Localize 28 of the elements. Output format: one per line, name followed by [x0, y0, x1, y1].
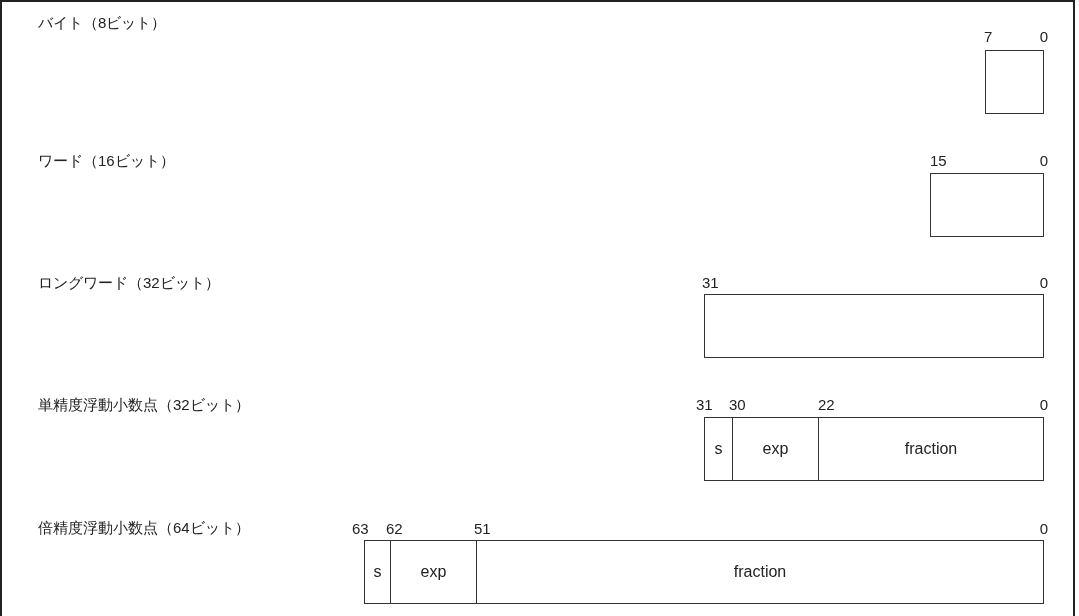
- bit-field: fraction: [476, 540, 1044, 604]
- bit-number: 0: [1039, 396, 1048, 414]
- bit-number: 22: [818, 396, 835, 414]
- row-title: 倍精度浮動小数点（64ビット）: [38, 519, 250, 537]
- bit-number: 7: [984, 28, 993, 46]
- bit-field: s: [704, 417, 733, 481]
- row-title: 単精度浮動小数点（32ビット）: [38, 396, 250, 414]
- bit-field: fraction: [818, 417, 1044, 481]
- bit-number: 62: [386, 520, 403, 538]
- bit-field: exp: [732, 417, 819, 481]
- row-title: ワード（16ビット）: [38, 152, 175, 170]
- bit-number: 0: [1039, 28, 1048, 46]
- bit-number: 31: [696, 396, 713, 414]
- bit-number: 0: [1039, 274, 1048, 292]
- bit-number: 15: [930, 152, 947, 170]
- row-title: ロングワード（32ビット）: [38, 274, 220, 292]
- bit-number: 0: [1039, 152, 1048, 170]
- register-box: [704, 294, 1044, 358]
- bit-number: 30: [729, 396, 746, 414]
- bit-number: 63: [352, 520, 369, 538]
- register-box: [930, 173, 1044, 237]
- bit-field: s: [364, 540, 391, 604]
- bit-number: 0: [1039, 520, 1048, 538]
- bit-number: 51: [474, 520, 491, 538]
- row-title: バイト（8ビット）: [38, 14, 167, 32]
- bit-field: exp: [390, 540, 477, 604]
- bit-number: 31: [702, 274, 719, 292]
- register-box: [985, 50, 1044, 114]
